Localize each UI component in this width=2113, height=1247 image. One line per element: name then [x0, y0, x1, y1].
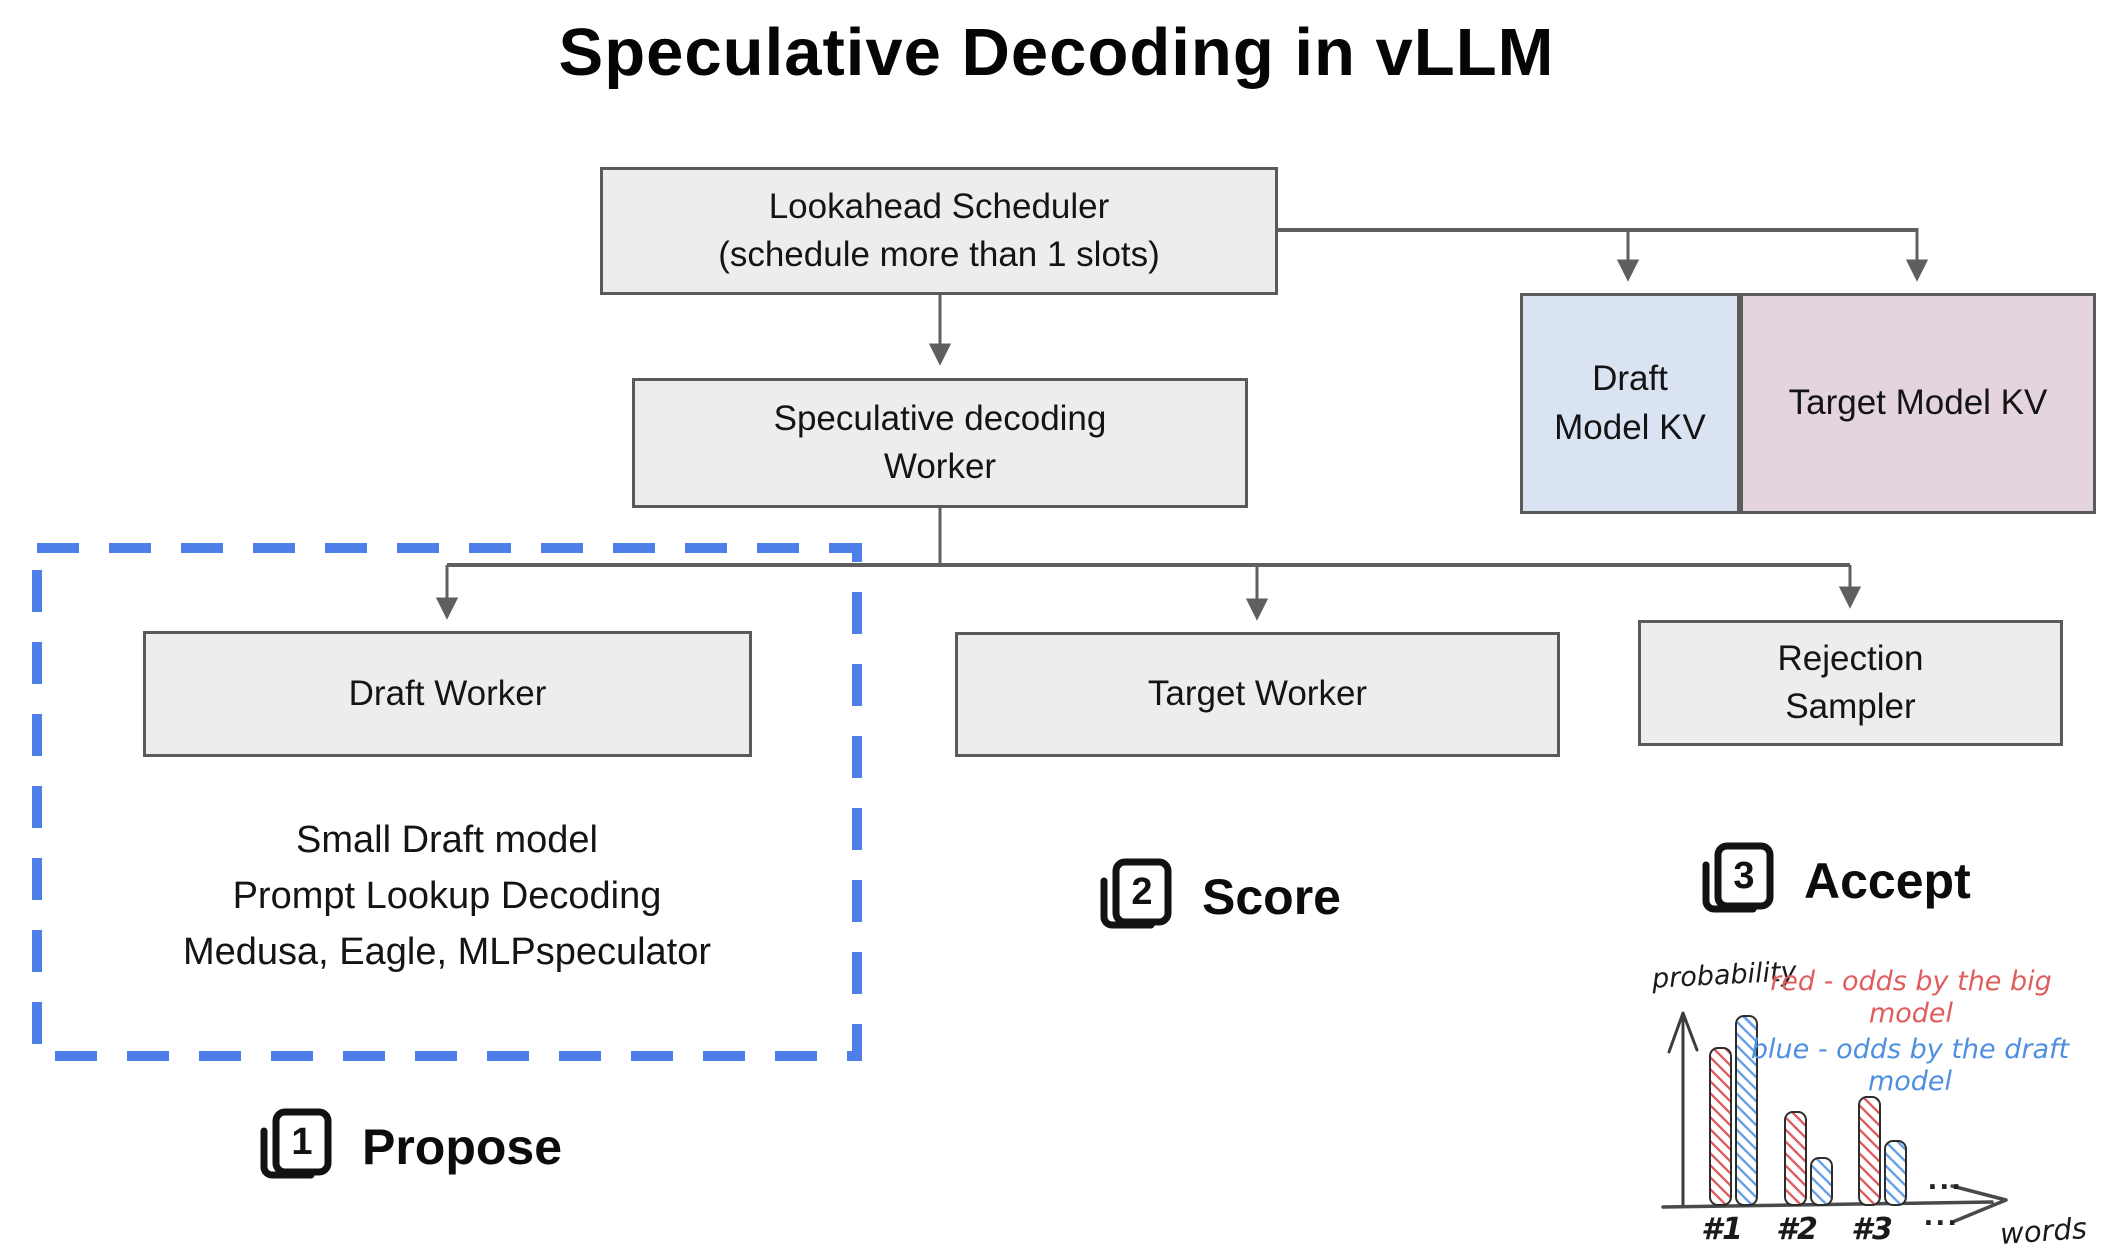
chart-y-axis [1667, 1011, 1699, 1208]
pages-1-icon: 1 [250, 1104, 336, 1190]
node-draft-worker: Draft Worker [143, 631, 752, 757]
step-score-number: 2 [1131, 870, 1153, 913]
chart-bar-red-2 [1784, 1111, 1807, 1206]
node-rejection-sampler: Rejection Sampler [1638, 620, 2063, 746]
methods-line1: Small Draft model [296, 819, 598, 861]
lookahead-scheduler-line2: (schedule more than 1 slots) [718, 235, 1160, 274]
chart-tick-2: #2 [1776, 1212, 1818, 1247]
chart-tick-3: #3 [1851, 1212, 1893, 1247]
step-score-label: Score [1202, 869, 1341, 925]
node-lookahead-scheduler: Lookahead Scheduler (schedule more than … [600, 167, 1278, 295]
rejection-sampler-line2: Sampler [1785, 687, 1916, 726]
target-model-kv-label: Target Model KV [1788, 383, 2048, 423]
methods-line2: Prompt Lookup Decoding [232, 875, 662, 918]
methods-line3: Medusa, Eagle, MLPspeculator [182, 931, 712, 974]
chart-tick-1: #1 [1701, 1212, 1743, 1247]
step-accept-label: Accept [1804, 853, 1971, 909]
chart-ellipsis-above: ... [1928, 1160, 1964, 1196]
step-propose: 1 Propose [250, 1104, 562, 1190]
chart-bar-blue-3 [1884, 1140, 1907, 1206]
step-propose-label: Propose [362, 1119, 563, 1175]
step-score: 2 Score [1090, 854, 1341, 940]
chart-bar-red-1 [1709, 1047, 1732, 1206]
chart-bar-blue-1 [1735, 1015, 1758, 1206]
step-accept-number: 3 [1733, 854, 1755, 897]
step-accept: 3 Accept [1692, 838, 1971, 924]
chart-legend-red: red - odds by the big model [1770, 966, 2052, 1029]
draft-worker-label: Draft Worker [348, 673, 547, 713]
chart-bar-red-3 [1858, 1096, 1881, 1206]
pages-2-icon: 2 [1090, 854, 1176, 940]
lookahead-scheduler-line1: Lookahead Scheduler [768, 186, 1110, 226]
page-title: Speculative Decoding in vLLM [558, 15, 1555, 90]
chart-xlabel: words [1998, 1211, 2088, 1247]
spec-worker-line1: Speculative decoding [773, 398, 1107, 438]
target-worker-label: Target Worker [1147, 674, 1368, 714]
node-target-model-kv: Target Model KV [1740, 293, 2096, 514]
chart-legend-blue: blue - odds by the draft model [1750, 1034, 2070, 1097]
chart-ellipsis-below: ... [1924, 1196, 1960, 1232]
node-draft-model-kv: Draft Model KV [1520, 293, 1740, 514]
step-propose-number: 1 [291, 1120, 313, 1163]
chart-bar-blue-2 [1810, 1157, 1833, 1206]
propose-group-dashed-outline [32, 543, 862, 1061]
node-speculative-decoding-worker: Speculative decoding Worker [632, 378, 1248, 508]
node-target-worker: Target Worker [955, 632, 1560, 757]
pages-3-icon: 3 [1692, 838, 1778, 924]
draft-model-kv-label: Draft Model KV [1554, 359, 1706, 447]
draft-worker-methods: Small Draft model Prompt Lookup Decoding… [52, 812, 842, 981]
spec-worker-line2: Worker [883, 447, 997, 486]
rejection-sampler-line1: Rejection [1777, 638, 1924, 678]
